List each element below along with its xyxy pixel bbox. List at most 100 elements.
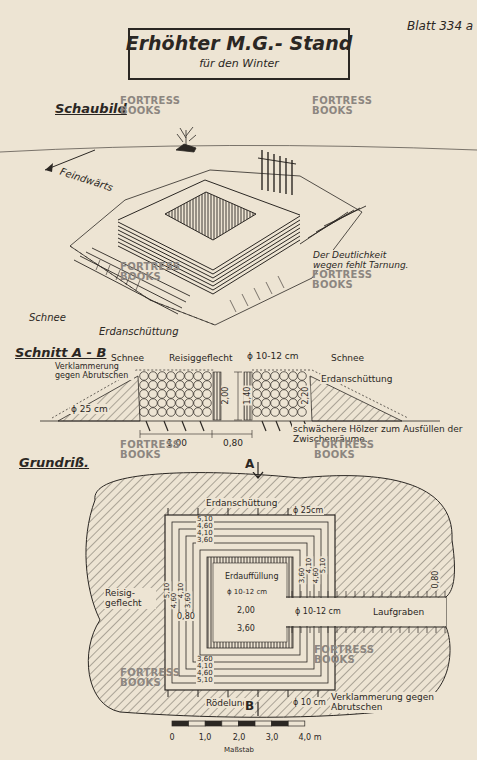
annotation: 5,10 [196, 677, 214, 684]
stroke [382, 591, 383, 597]
annotation: Erdanschüttung [205, 498, 278, 508]
stroke [213, 224, 300, 278]
stroke [106, 265, 110, 275]
annotation: 5,10 [321, 556, 328, 574]
log-end [194, 381, 203, 390]
stroke [291, 160, 292, 195]
watermark: FORTRESS BOOKS [120, 668, 176, 688]
log-end [280, 408, 289, 417]
horizon [0, 145, 477, 152]
stroke [198, 508, 199, 515]
section-heading: Grundriß. [18, 456, 90, 471]
stroke [391, 591, 392, 597]
annotation: 3,60 [196, 656, 214, 663]
wattle-opening [165, 192, 256, 240]
scale-bar [172, 721, 305, 726]
annotation: 4,60 [196, 523, 214, 530]
stroke [258, 690, 259, 697]
annotation: 2,0 [232, 733, 247, 742]
log-end [149, 408, 158, 417]
annotation: ϕ 10-12 cm [294, 607, 342, 616]
stroke [319, 627, 320, 633]
log-end [271, 390, 280, 399]
log-end [185, 408, 194, 417]
annotation: Erdanschüttung [320, 374, 393, 384]
stroke [258, 158, 296, 164]
stroke [254, 288, 260, 300]
watermark: FORTRESS BOOKS [120, 440, 176, 460]
stroke [273, 154, 274, 192]
annotation: 4,0 m [297, 733, 322, 742]
stroke [261, 150, 262, 190]
log-end [140, 399, 149, 408]
enemy-arrowhead [45, 163, 53, 172]
stroke [230, 300, 236, 312]
log-end [262, 390, 271, 399]
log-end [167, 372, 176, 381]
stroke [213, 216, 300, 270]
log-end [253, 408, 262, 417]
section-heading: Schnitt A - B [14, 346, 107, 361]
stroke [118, 246, 213, 294]
log-end [262, 399, 271, 408]
log-end [185, 399, 194, 408]
log-end [194, 372, 203, 381]
annotation: 2,00 [221, 386, 230, 406]
log-end [203, 399, 212, 408]
stroke [228, 508, 229, 515]
section-wattle [244, 372, 252, 420]
annotation: 0 [168, 733, 175, 742]
earth-mound [70, 170, 362, 325]
stroke [182, 421, 186, 431]
stroke [337, 591, 338, 597]
log-end [271, 381, 280, 390]
stroke [364, 627, 365, 633]
stroke [324, 206, 366, 226]
stroke [427, 627, 428, 633]
stroke [400, 627, 401, 633]
log-end [185, 372, 194, 381]
log-end [289, 399, 298, 408]
log-end [289, 390, 298, 399]
stroke [80, 256, 182, 308]
annotation: 1,0 [198, 733, 213, 742]
section-wattle [213, 372, 221, 420]
annotation: Blatt 334 a [406, 20, 474, 34]
stroke [373, 591, 374, 597]
stroke [262, 421, 266, 431]
scale-segment [205, 721, 222, 726]
log-end [280, 390, 289, 399]
stroke [146, 421, 150, 431]
watermark: FORTRESS BOOKS [312, 270, 368, 290]
annotation: ϕ 10-12 cm [226, 588, 268, 596]
stroke [168, 690, 169, 697]
log-end [185, 390, 194, 399]
annotation: Feindwärts [58, 165, 116, 194]
scale-segment [222, 721, 239, 726]
stroke [234, 420, 242, 421]
stroke [213, 236, 300, 290]
annotation: 2,00 [236, 606, 256, 615]
watermark: FORTRESS BOOKS [314, 645, 370, 665]
stroke [418, 591, 419, 597]
annotation: Reisiggeflecht [168, 353, 233, 363]
stroke [328, 627, 329, 633]
annotation: Rödelung [205, 698, 249, 708]
stroke [266, 282, 272, 294]
log-end [158, 372, 167, 381]
stroke [346, 627, 347, 633]
log-end [280, 399, 289, 408]
annotation: 1,40 [243, 386, 252, 406]
annotation: 3,60 [196, 537, 214, 544]
stroke [168, 508, 169, 515]
annotation: Schnee [330, 353, 365, 363]
stroke [391, 627, 392, 633]
annotation: 2,20 [301, 386, 310, 406]
scale-segment [288, 721, 305, 726]
log-end [176, 390, 185, 399]
stroke [364, 591, 365, 597]
shrub [176, 127, 196, 152]
log-end [167, 399, 176, 408]
plan-fill [213, 563, 287, 642]
